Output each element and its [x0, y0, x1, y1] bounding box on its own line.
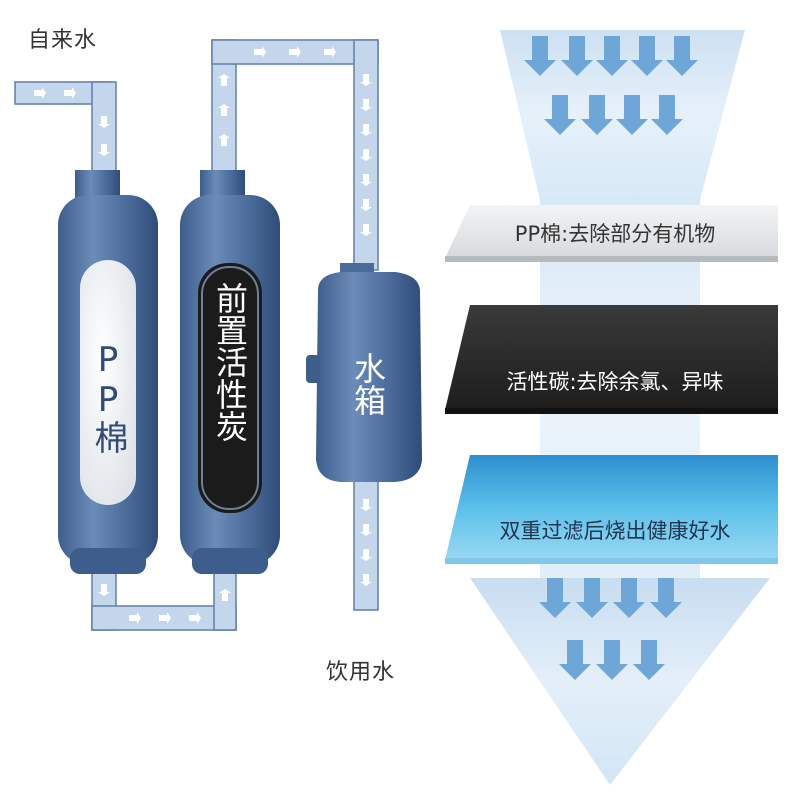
pipe-arrow [360, 149, 372, 161]
carbon-filter-label: 前置活性炭 [202, 282, 258, 442]
pipe-arrow [360, 574, 372, 586]
pipe-arrow [360, 199, 372, 211]
flow-arrows [524, 36, 698, 680]
pipe-arrow [98, 584, 110, 596]
flow-arrow [650, 578, 682, 618]
pipe-arrow [218, 134, 230, 146]
flow-arrow [596, 640, 628, 680]
pipe-arrow [189, 612, 201, 624]
pipe-arrow [218, 104, 230, 116]
flow-arrow [561, 36, 593, 76]
output-water-label: 饮用水 [326, 660, 396, 685]
carbon-layer [445, 305, 778, 414]
light-beam-funnel [470, 578, 770, 785]
pipe-arrow [360, 99, 372, 111]
tank-label: 水箱 [348, 352, 388, 416]
pipe-arrow [360, 224, 372, 236]
pp-cotton-layer [445, 205, 778, 262]
water-tank [306, 263, 422, 482]
carbon-layer-label: 活性碳:去除余氯、异味 [506, 370, 724, 394]
pipe-arrow [360, 124, 372, 136]
carbon-filter-text: 前置活性炭 [211, 282, 249, 442]
tank-text: 水箱 [349, 352, 387, 416]
flow-arrow [524, 36, 556, 76]
pipe-arrow [98, 116, 110, 128]
pipe-arrow [360, 549, 372, 561]
flow-arrow [544, 95, 576, 135]
pipe-arrow [324, 46, 336, 58]
pipe-arrow [289, 46, 301, 58]
flow-arrow [666, 36, 698, 76]
pp-filter [58, 170, 158, 574]
pp-filter-text: PP棉 [88, 340, 128, 454]
pipe-arrow [129, 612, 141, 624]
flow-arrow [651, 95, 683, 135]
pipe-arrow [218, 74, 230, 86]
flow-arrow [596, 36, 628, 76]
flow-arrow [633, 640, 665, 680]
pipe-arrow [159, 612, 171, 624]
pipe-arrow [360, 74, 372, 86]
flow-arrow [613, 578, 645, 618]
carbon-filter [180, 170, 280, 574]
flow-arrow [581, 95, 613, 135]
result-layer-label: 双重过滤后烧出健康好水 [499, 519, 731, 543]
pipe-arrow [64, 87, 76, 99]
water-layer [445, 455, 778, 564]
pipe-arrow [219, 589, 231, 601]
flow-arrow [559, 640, 591, 680]
input-water-label: 自来水 [28, 28, 98, 53]
flow-arrow [616, 95, 648, 135]
pipe-segment [91, 81, 117, 181]
pipe-arrow [98, 144, 110, 156]
pp-layer-label: PP棉:去除部分有机物 [514, 222, 716, 246]
pipe-arrow [254, 46, 266, 58]
flow-arrow [539, 578, 571, 618]
pipe-arrow [34, 87, 46, 99]
pipe-arrow [360, 499, 372, 511]
flow-arrow [576, 578, 608, 618]
pipe-arrow [360, 524, 372, 536]
flow-arrow [631, 36, 663, 76]
pp-filter-label: PP棉 [82, 340, 134, 454]
pipe-arrows [34, 46, 372, 624]
pipe-arrow [360, 174, 372, 186]
